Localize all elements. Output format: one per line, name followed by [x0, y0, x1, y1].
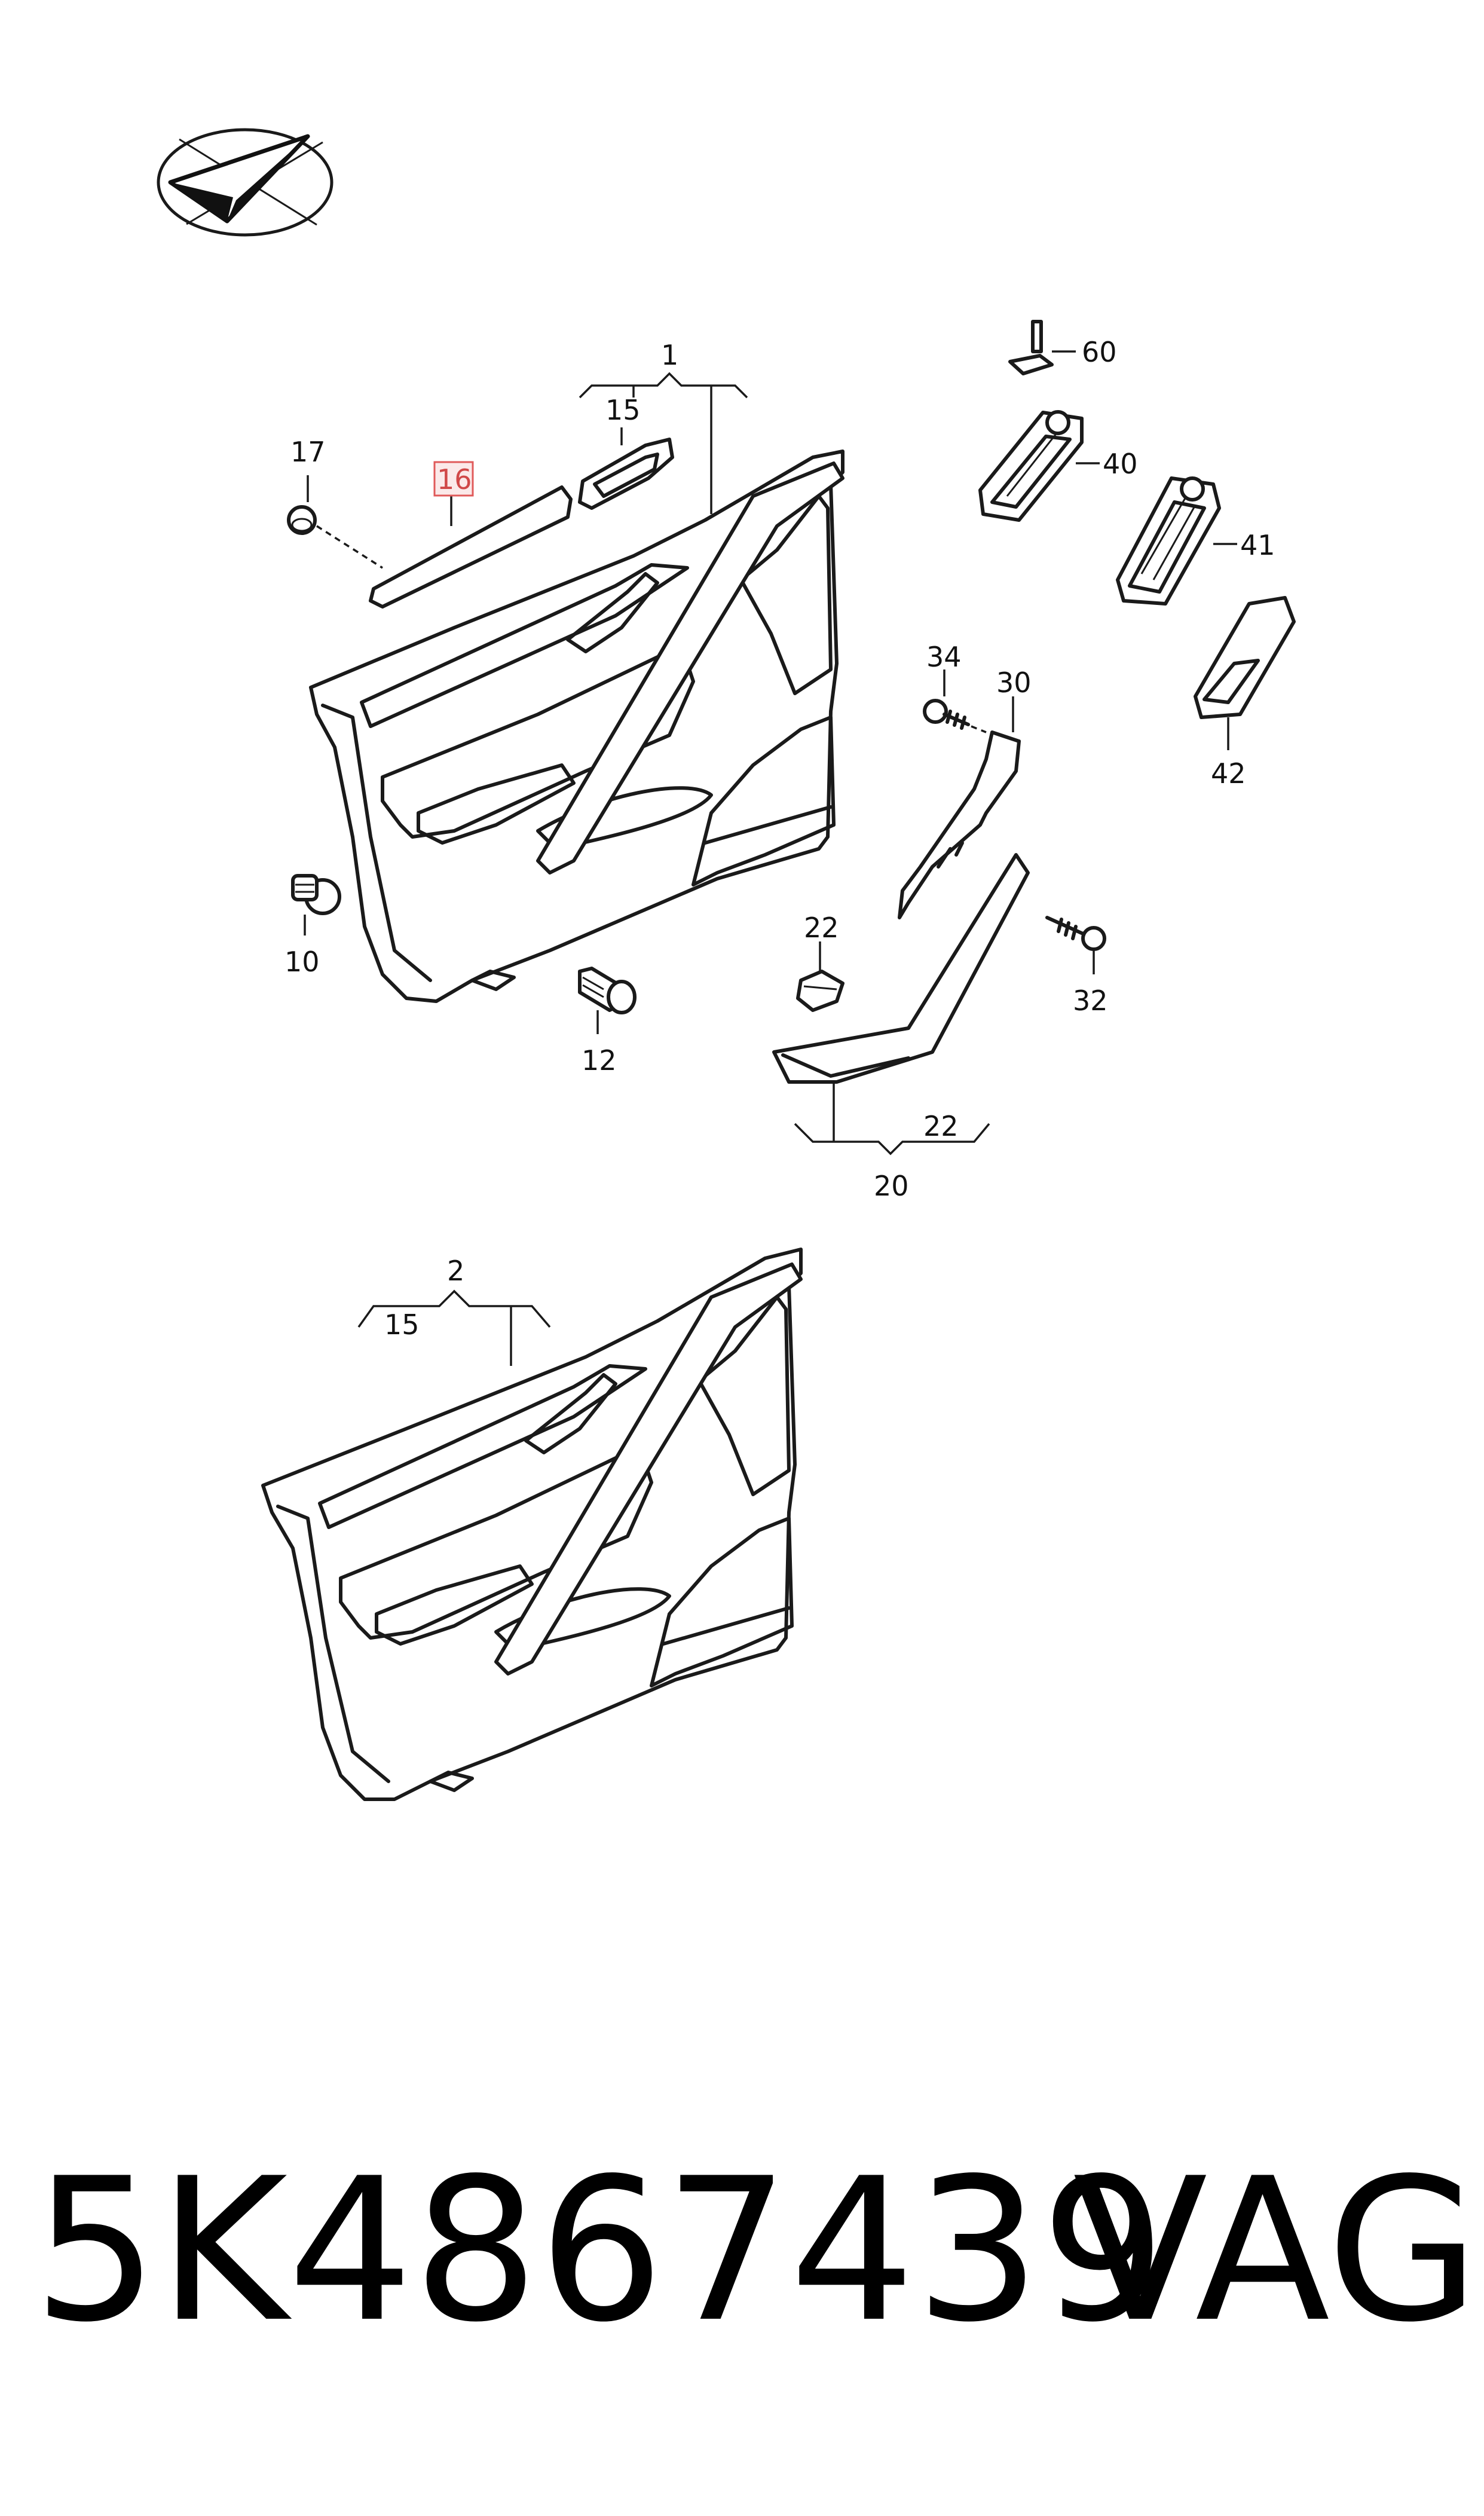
leader-lines: [304, 350, 1237, 1366]
callout-22-clip: 22: [804, 912, 839, 944]
screw-34: [923, 699, 970, 730]
armrest-trim-20: [772, 853, 1030, 1084]
callout-10: 10: [284, 946, 320, 978]
callout-2: 2: [447, 1255, 464, 1287]
callout-30: 30: [996, 667, 1032, 699]
retainer-clip-10: [291, 874, 341, 915]
part-number: 5K4867439: [33, 2136, 1167, 2365]
screw-12: [578, 967, 637, 1014]
callout-1: 1: [661, 339, 678, 371]
paper-plane-logo-icon: [157, 128, 333, 237]
callout-42: 42: [1211, 757, 1246, 790]
callout-32: 32: [1073, 985, 1108, 1017]
callout-60: 60: [1082, 336, 1117, 368]
screw-32: [1045, 916, 1106, 951]
brand-label: VAG: [1073, 2136, 1480, 2365]
callout-16: 16: [437, 463, 472, 496]
clip-22: [796, 970, 844, 1012]
callout-15-top: 15: [605, 394, 641, 426]
callout-15-bottom: 15: [384, 1309, 420, 1341]
highlight-box-16: [433, 461, 474, 497]
callout-20: 20: [874, 1170, 909, 1202]
callout-34: 34: [926, 641, 962, 673]
window-switch-42: [1194, 596, 1296, 719]
window-switch-40: [978, 410, 1084, 522]
window-switch-41: [1116, 476, 1221, 606]
callout-40: 40: [1103, 448, 1138, 480]
clip-17: [287, 505, 317, 535]
trim-strip-16: [369, 485, 573, 609]
pin-60: [1008, 320, 1054, 375]
bracket-30: [898, 730, 1021, 919]
callout-22-bracket: 22: [923, 1110, 959, 1142]
door-panel-lower: [261, 1248, 803, 1801]
insert-15-upper: [578, 438, 674, 510]
callout-17: 17: [290, 436, 326, 468]
callout-41: 41: [1240, 529, 1275, 561]
callout-12: 12: [582, 1044, 617, 1077]
door-panel-upper: [309, 450, 844, 1003]
